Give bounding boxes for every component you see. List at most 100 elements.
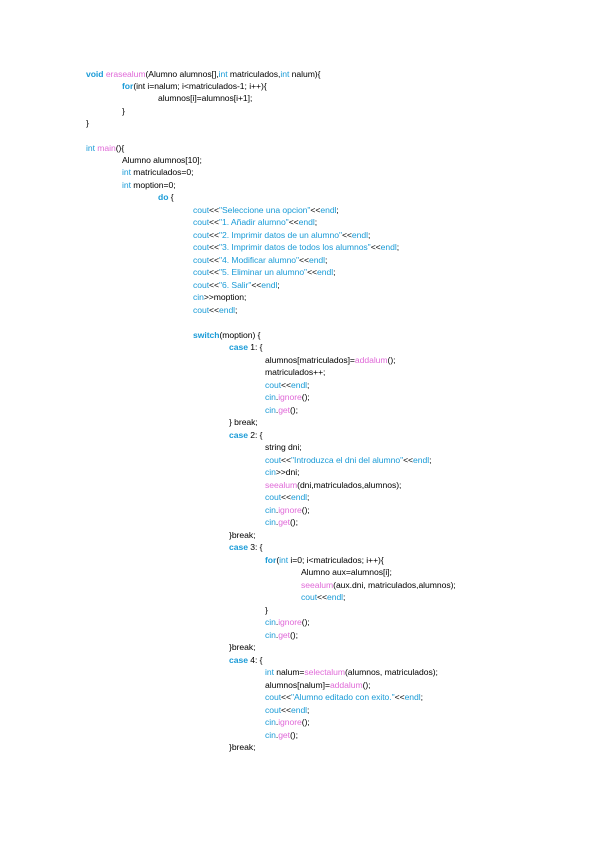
code-token-plain: (); [301,617,310,627]
code-token-plain: << [299,255,309,265]
code-token-fn: get [278,517,290,527]
code-line: } [122,106,125,117]
code-token-type: cin [265,467,276,477]
code-token-type: endl [404,692,421,702]
code-token-type: cout [193,242,210,252]
code-token-plain: ( [276,555,280,565]
code-token-plain: }break; [229,642,256,652]
code-line: Alumno alumnos[10]; [122,155,202,166]
code-token-type: endl [298,217,315,227]
code-token-fn: seealum [301,580,334,590]
code-token-plain: . [275,405,279,415]
code-token-type: endl [380,242,397,252]
code-token-plain: (); [289,517,298,527]
code-token-type: cin [265,405,276,415]
code-token-type: endl [317,267,334,277]
code-token-plain: << [209,305,219,315]
code-token-type: cout [193,217,210,227]
code-token-type: endl [261,280,278,290]
code-line: matriculados++; [265,367,325,378]
code-token-type: cout [193,267,210,277]
code-token-plain: (){ [115,143,125,153]
code-token-plain: nalum){ [289,69,321,79]
code-token-plain: ; [367,230,371,240]
code-token-plain: (); [301,717,310,727]
code-token-type: int [265,667,274,677]
code-line: cin>>dni; [265,467,299,478]
code-line: seealum(dni,matriculados,alumnos); [265,480,401,491]
code-token-plain: . [275,730,279,740]
code-line: int main(){ [86,143,124,154]
code-token-fn: selectalum [304,667,345,677]
code-token-plain: matriculados=0; [130,167,194,177]
code-line: do { [158,192,174,203]
code-token-type: cout [193,280,210,290]
code-token-type: endl [320,205,337,215]
code-token-plain: ; [307,380,310,390]
code-line: cin.get(); [265,630,298,641]
code-token-fn: ignore [278,617,302,627]
code-token-fn: ignore [278,505,302,515]
code-token-plain: (aux.dni, matriculados,alumnos); [333,580,456,590]
code-token-plain: } [122,106,125,116]
code-token-fn: ignore [278,392,302,402]
code-token-type: cout [193,305,210,315]
code-line: case 1: { [229,342,263,353]
code-token-type: "Introduzca el dni del alumno" [290,455,404,465]
code-token-plain: }break; [229,742,256,752]
code-token-kw: case [229,342,248,352]
code-token-type: endl [326,592,344,602]
code-token-plain: ; [325,255,328,265]
code-line: cout<<"3. Imprimir datos de todos los al… [193,242,399,253]
code-line: cin.ignore(); [265,505,310,516]
code-token-type: cout [265,492,282,502]
code-token-plain: << [209,217,219,227]
code-line: cout<<endl; [265,705,309,716]
code-token-plain: alumnos[matriculados]= [265,355,355,365]
code-line: cin.ignore(); [265,617,310,628]
code-token-type: cin [265,392,276,402]
code-line: cin.ignore(); [265,392,310,403]
code-token-plain: << [209,205,219,215]
code-line: int nalum=selectalum(alumnos, matriculad… [265,667,438,678]
code-line: cout<<"Alumno editado con exito."<<endl; [265,692,423,703]
code-token-plain: (); [301,392,310,402]
code-token-plain: Alumno aux=alumnos[i]; [301,567,392,577]
code-token-type: "Seleccione una opcion" [218,205,311,215]
code-token-plain: << [288,217,299,227]
code-line: seealum(aux.dni, matriculados,alumnos); [301,580,456,591]
code-token-plain: (Alumno alumnos[], [145,69,219,79]
code-token-type: "6. Salir" [218,280,252,290]
code-token-plain: alumnos[nalum]= [265,680,330,690]
code-token-plain: } [265,605,268,615]
code-token-plain: . [275,630,279,640]
code-token-plain: << [281,692,291,702]
code-line: cin>>moption; [193,292,246,303]
code-token-plain: i=0; i<matriculados; i++){ [288,555,384,565]
code-token-plain: . [275,392,279,402]
code-token-plain: string dni; [265,442,302,452]
code-token-type: int [279,555,289,565]
code-token-plain: } break; [229,417,258,427]
code-line: cout<<"5. Eliminar un alumno"<<endl; [193,267,335,278]
code-token-type: "3. Imprimir datos de todos los alumnos" [218,242,371,252]
code-token-plain: << [281,380,291,390]
code-token-plain: . [275,617,279,627]
code-token-type: endl [351,230,368,240]
code-token-type: cin [193,292,204,302]
code-line: cin.get(); [265,405,298,416]
code-token-plain: << [307,267,317,277]
code-token-plain: << [281,492,291,502]
code-token-plain: nalum= [273,667,305,677]
code-token-type: endl [290,705,308,715]
code-token-plain: ; [429,455,432,465]
code-token-type: cout [265,705,282,715]
code-line: } [86,118,89,129]
code-token-plain: matriculados++; [265,367,326,377]
code-token-plain: 4: { [247,655,263,665]
code-line: cout<<"4. Modificar alumno"<<endl; [193,255,327,266]
code-line: }break; [229,642,255,653]
code-token-plain: << [317,592,327,602]
code-token-plain: << [310,205,321,215]
